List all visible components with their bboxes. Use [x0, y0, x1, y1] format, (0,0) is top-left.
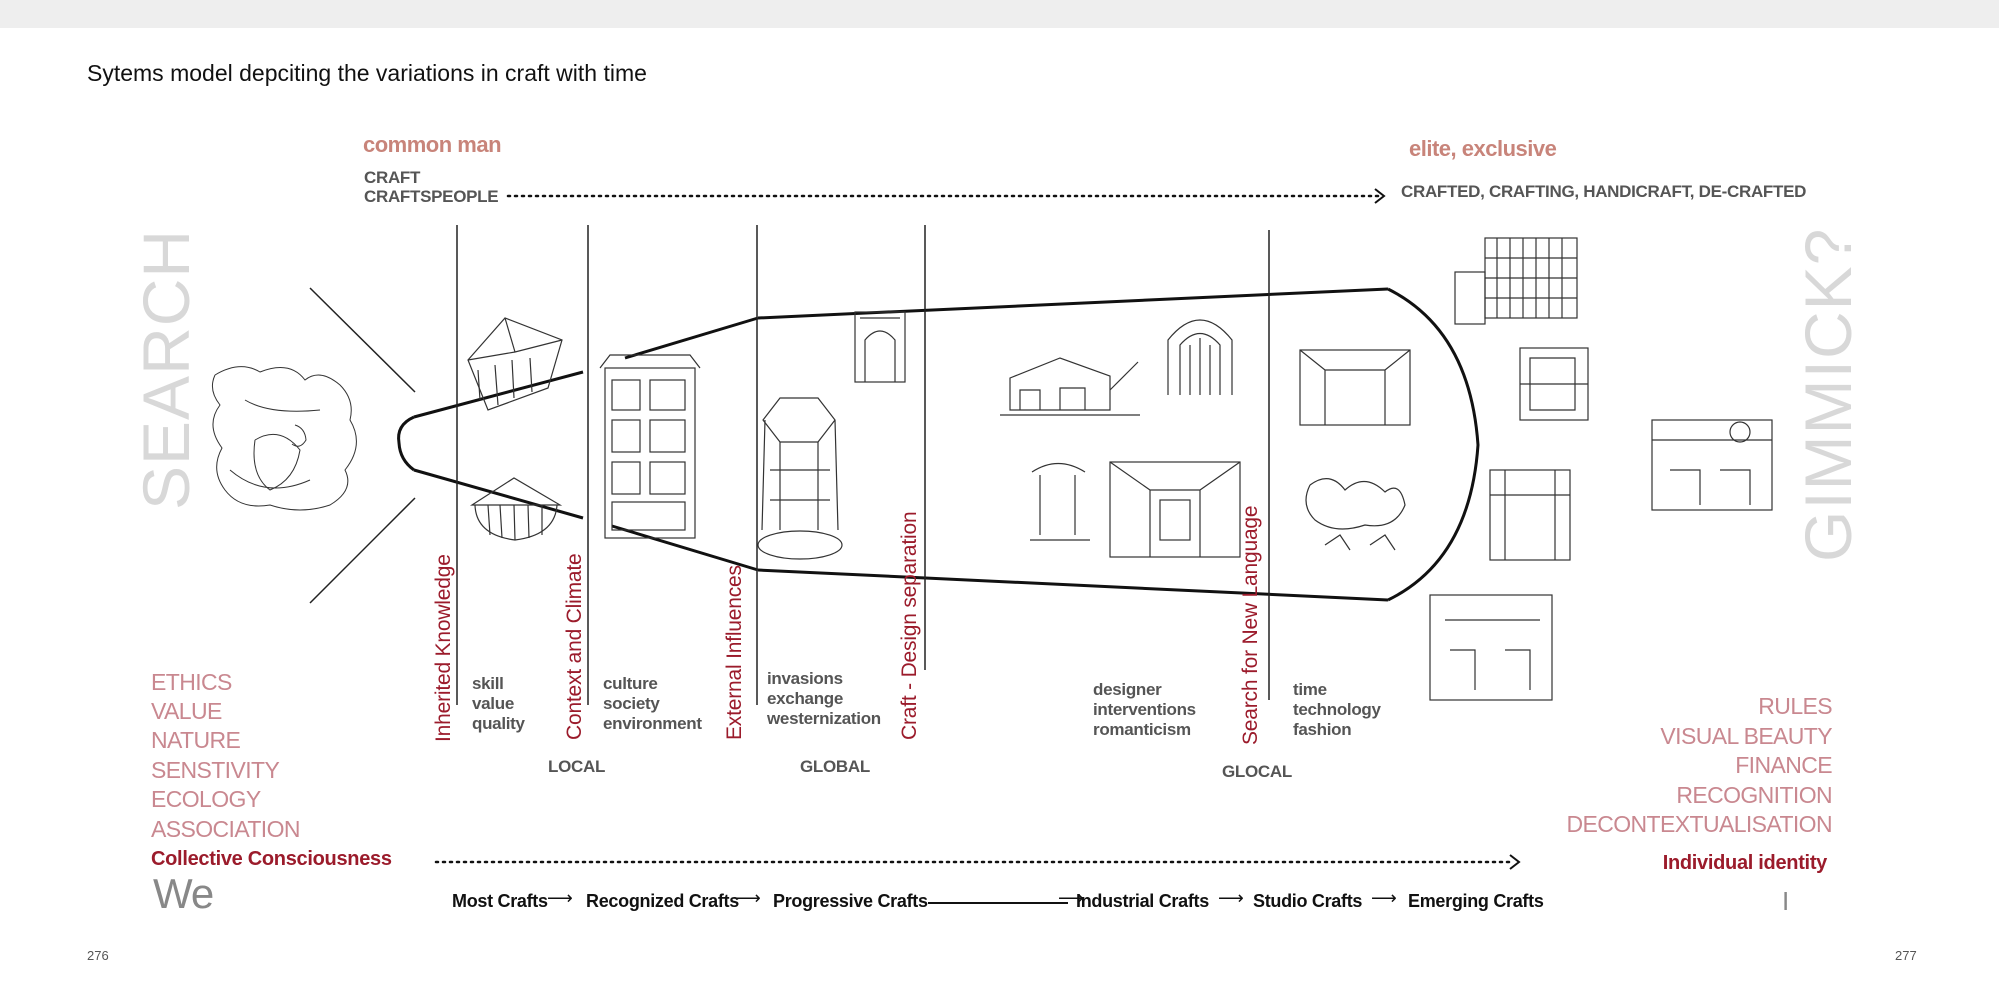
stage-progressive-crafts: Progressive Crafts: [773, 891, 928, 911]
crafted-label: CRAFTED, CRAFTING, HANDICRAFT, DE-CRAFTE…: [1401, 182, 1807, 201]
right-value-4: RECOGNITION: [1676, 782, 1832, 808]
stage-recognized-crafts: Recognized Crafts: [586, 891, 739, 911]
sketch-haveli: [599, 354, 701, 539]
funnel-upper-edge-1: [413, 370, 584, 419]
craftspeople-label: CRAFTSPEOPLE: [364, 187, 499, 206]
stage-arrow-5: ⟶: [1371, 888, 1397, 908]
sketch-column-hall: [1030, 462, 1090, 541]
stage-arrow-2: ⟶: [735, 888, 761, 908]
label-external-influences: External Influences: [723, 565, 746, 740]
funnel-rounded-end: [1387, 287, 1480, 602]
left-value-4: SENSTIVITY: [151, 757, 280, 783]
stage-arrow-1: ⟶: [547, 888, 573, 908]
sketch-modern-room: [1299, 349, 1411, 426]
scale-local: LOCAL: [548, 757, 606, 776]
funnel-lower-edge-2: [611, 524, 759, 572]
left-value-3: NATURE: [151, 727, 241, 753]
left-value-1: ETHICS: [151, 669, 232, 695]
page-number-left: 276: [87, 948, 109, 963]
left-value-2: VALUE: [151, 698, 222, 724]
sketch-interior: [1109, 461, 1241, 558]
funnel-upper-edge-3: [757, 287, 1389, 320]
craft-label: CRAFT: [364, 168, 421, 187]
column-3-word-2: exchange: [767, 689, 844, 708]
right-value-5: DECONTEXTUALISATION: [1566, 811, 1833, 837]
sketch-house: [467, 317, 563, 411]
column-2-word-3: environment: [603, 714, 702, 733]
column-4-word-2: interventions: [1093, 700, 1196, 719]
stage-industrial-crafts: Industrial Crafts: [1076, 891, 1209, 911]
stage-long-arrow-shaft: [928, 902, 1068, 904]
sketch-stepwell: [757, 397, 843, 560]
right-value-2: VISUAL BEAUTY: [1660, 723, 1832, 749]
column-2-word-2: society: [603, 694, 660, 713]
column-1-word-3: quality: [472, 714, 525, 733]
label-context-and-climate: Context and Climate: [563, 553, 586, 740]
column-4-word-1: designer: [1093, 680, 1162, 699]
stage-arrow-3: ⟶: [1058, 888, 1084, 908]
we-label: We: [153, 870, 214, 917]
column-5-word-1: time: [1293, 680, 1327, 699]
top-arrow-head: [1374, 188, 1386, 204]
scale-glocal: GLOCAL: [1222, 762, 1292, 781]
column-1-word-1: skill: [472, 674, 504, 693]
label-search-for-new-language: Search for New Language: [1239, 505, 1262, 745]
funnel-mouth: [397, 415, 415, 472]
common-man-heading: common man: [363, 132, 502, 157]
funnel-upper-edge-2: [624, 316, 759, 360]
right-value-3: FINANCE: [1735, 752, 1832, 778]
column-2-word-1: culture: [603, 674, 658, 693]
column-3-word-1: invasions: [767, 669, 843, 688]
page-number-right: 277: [1895, 948, 1917, 963]
column-5-word-3: fashion: [1293, 720, 1352, 739]
column-5-word-2: technology: [1293, 700, 1381, 719]
elite-exclusive-heading: elite, exclusive: [1409, 136, 1557, 161]
left-value-5: ECOLOGY: [151, 786, 261, 812]
stage-most-crafts: Most Crafts: [452, 891, 548, 911]
stage-emerging-crafts: Emerging Crafts: [1408, 891, 1544, 911]
diagonal-line-lower: [309, 497, 416, 604]
left-value-6: ASSOCIATION: [151, 816, 300, 842]
i-label: I: [1782, 886, 1790, 916]
right-value-1: RULES: [1758, 693, 1832, 719]
label-craft-design-separation: Craft - Design separation: [898, 511, 921, 740]
page-title: Sytems model depciting the variations in…: [87, 60, 647, 86]
sketch-foliage-room: [1305, 478, 1406, 551]
stage-arrow-4: ⟶: [1218, 888, 1244, 908]
bottom-arrow-head: [1509, 854, 1521, 870]
column-4-word-3: romanticism: [1093, 720, 1191, 739]
sketch-bungalow: [1000, 357, 1140, 416]
funnel-lower-edge-3: [757, 568, 1389, 602]
individual-identity-label: Individual identity: [1662, 852, 1828, 874]
diagonal-line-upper: [309, 287, 416, 393]
funnel-lower-edge-1: [413, 468, 584, 520]
column-1-word-2: value: [472, 694, 514, 713]
label-inherited-knowledge: Inherited Knowledge: [432, 554, 455, 742]
scale-global: GLOBAL: [800, 757, 870, 776]
sketch-hut: [469, 477, 563, 541]
stage-studio-crafts: Studio Crafts: [1253, 891, 1363, 911]
sketch-modern-buildings: [1429, 237, 1773, 701]
window-top-bar: [0, 0, 1999, 28]
sketch-arched-gate: [1167, 319, 1233, 395]
sketch-arch-door: [854, 311, 906, 383]
sketch-figure: [211, 366, 357, 511]
collective-consciousness-label: Collective Consciousness: [151, 848, 392, 870]
column-3-word-3: westernization: [767, 709, 881, 728]
